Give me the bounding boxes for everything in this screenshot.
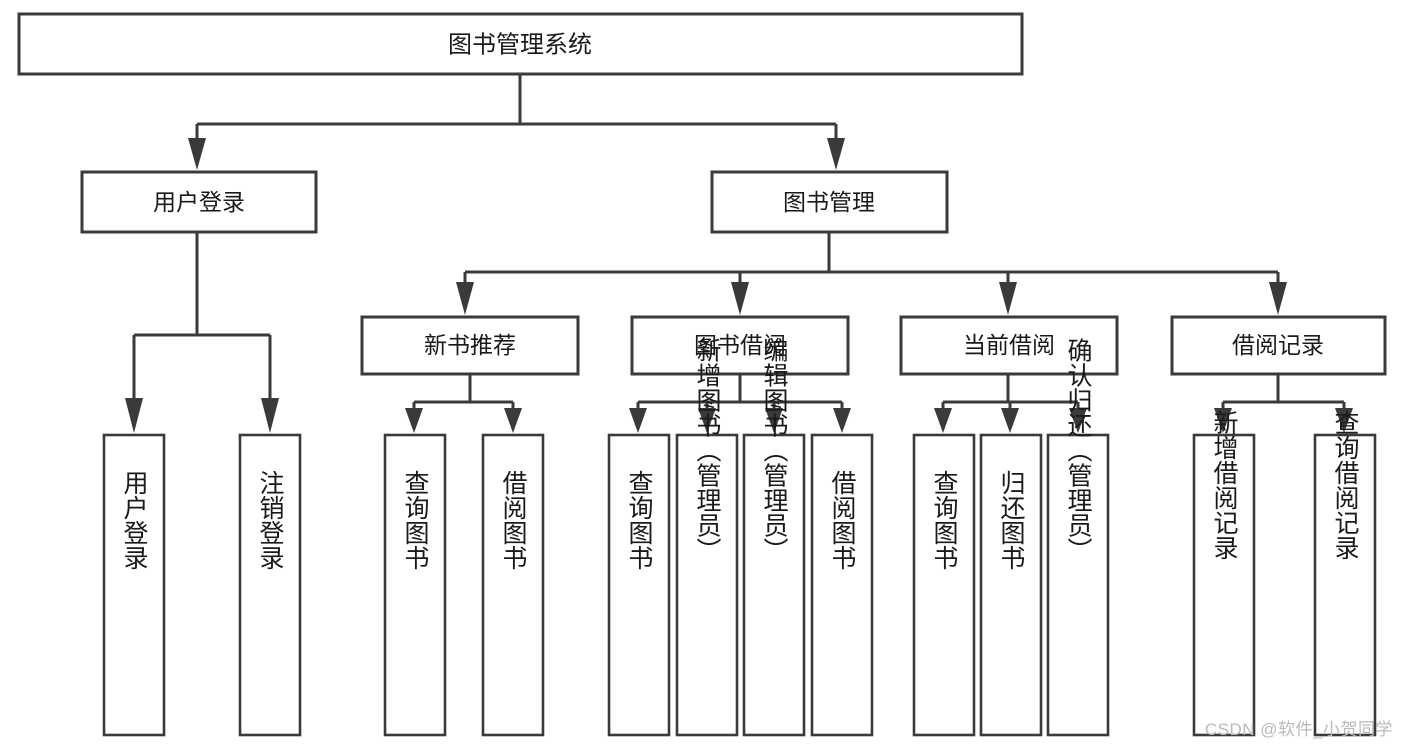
- node-book-borrow-label: 图书借阅: [694, 332, 786, 358]
- leaf-edit-book[interactable]: 编辑图书（管理员）: [742, 338, 806, 737]
- leaf-return-book[interactable]: 归还图书: [979, 433, 1043, 737]
- leaf-confirm-return-label: 确认归还（管理员）: [1064, 338, 1093, 563]
- leaf-query-book-1[interactable]: 查询图书: [383, 433, 447, 737]
- node-new-book-recommend-label: 新书推荐: [424, 332, 516, 358]
- leaf-user-login-label: 用户登录: [120, 470, 149, 570]
- node-root[interactable]: 图书管理系统: [17, 12, 1024, 76]
- leaf-borrow-book-1-label: 借阅图书: [499, 470, 528, 570]
- connector-currentborrow-to-leaves: [934, 374, 1087, 433]
- node-root-label: 图书管理系统: [448, 31, 592, 58]
- node-current-borrow[interactable]: 当前借阅: [899, 315, 1119, 376]
- leaf-query-record[interactable]: 查询借阅记录: [1313, 410, 1377, 737]
- leaf-query-book-1-label: 查询图书: [401, 470, 430, 570]
- connector-borrowrecord-to-leaves: [1214, 374, 1353, 433]
- connector-bookborrow-to-leaves: [629, 374, 851, 433]
- node-borrow-record-label: 借阅记录: [1232, 332, 1324, 358]
- leaf-add-book-label: 新增图书（管理员）: [693, 338, 722, 563]
- leaf-query-book-2-label: 查询图书: [625, 470, 654, 570]
- node-borrow-record[interactable]: 借阅记录: [1170, 315, 1387, 376]
- leaf-logout-login[interactable]: 注销登录: [238, 433, 302, 737]
- leaf-edit-book-label: 编辑图书（管理员）: [760, 338, 789, 563]
- connector-newbook-to-leaves: [405, 374, 522, 433]
- connector-userlogin-to-leaves: [125, 233, 279, 433]
- connector-root-to-level1: [188, 75, 845, 170]
- node-user-login[interactable]: 用户登录: [80, 170, 318, 234]
- leaf-return-book-label: 归还图书: [997, 470, 1026, 570]
- leaf-add-record[interactable]: 新增借阅记录: [1192, 410, 1256, 737]
- node-book-manage[interactable]: 图书管理: [710, 170, 949, 234]
- node-current-borrow-label: 当前借阅: [963, 332, 1055, 358]
- leaf-borrow-book-2-label: 借阅图书: [828, 470, 857, 570]
- node-book-borrow[interactable]: 图书借阅: [630, 315, 850, 376]
- leaf-query-record-label: 查询借阅记录: [1331, 410, 1360, 560]
- node-user-login-label: 用户登录: [153, 189, 245, 215]
- connector-bookmanage-to-level2: [456, 233, 1287, 315]
- leaf-add-book[interactable]: 新增图书（管理员）: [675, 338, 739, 737]
- leaf-borrow-book-2[interactable]: 借阅图书: [810, 433, 874, 737]
- leaf-logout-login-label: 注销登录: [256, 470, 285, 570]
- leaf-add-record-label: 新增借阅记录: [1210, 410, 1239, 560]
- leaf-user-login[interactable]: 用户登录: [102, 433, 166, 737]
- csdn-watermark: CSDN @软件_小贺同学: [1204, 720, 1393, 739]
- leaf-confirm-return[interactable]: 确认归还（管理员）: [1046, 338, 1110, 737]
- node-book-manage-label: 图书管理: [783, 189, 875, 215]
- leaf-query-book-3[interactable]: 查询图书: [912, 433, 976, 737]
- leaf-query-book-2[interactable]: 查询图书: [607, 433, 671, 737]
- leaf-query-book-3-label: 查询图书: [930, 470, 959, 570]
- node-new-book-recommend[interactable]: 新书推荐: [360, 315, 580, 376]
- leaf-borrow-book-1[interactable]: 借阅图书: [481, 433, 545, 737]
